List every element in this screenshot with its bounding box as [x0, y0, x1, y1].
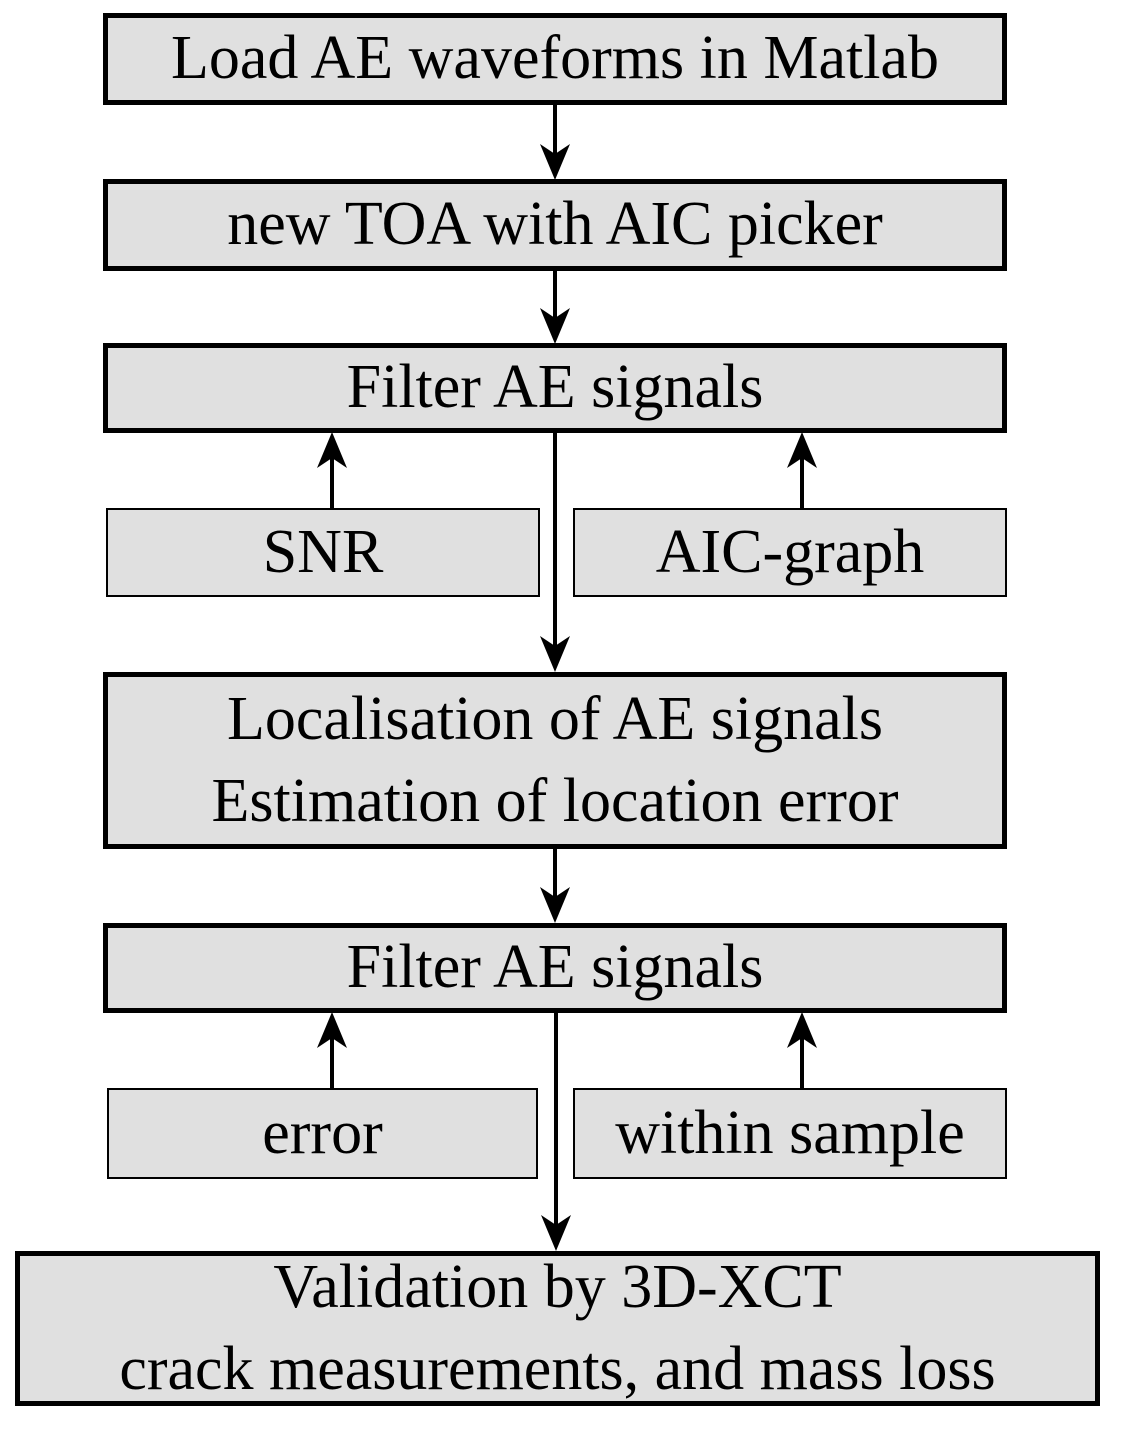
node-validation-3d-xct: Validation by 3D-XCT crack measurements,…: [15, 1251, 1100, 1406]
node-filter-ae-signals-1: Filter AE signals: [103, 343, 1007, 433]
node-new-toa-aic-picker-label: new TOA with AIC picker: [227, 190, 883, 259]
node-localisation: Localisation of AE signals Estimation of…: [103, 672, 1007, 849]
node-snr: SNR: [106, 508, 540, 597]
arrow-localisation-to-filter2: [540, 848, 570, 923]
node-load-ae-waveforms-label: Load AE waveforms in Matlab: [171, 24, 939, 93]
node-within-sample-label: within sample: [615, 1098, 965, 1167]
node-localisation-line1: Localisation of AE signals: [226, 684, 884, 753]
arrow-error-to-filter2: [317, 1012, 347, 1088]
arrow-filter2-to-validation: [541, 1012, 571, 1251]
arrow-toa-to-filter1: [540, 270, 570, 344]
node-error: error: [107, 1088, 538, 1179]
node-filter-ae-signals-2: Filter AE signals: [103, 923, 1007, 1013]
node-load-ae-waveforms: Load AE waveforms in Matlab: [103, 13, 1007, 105]
arrow-filter1-to-localisation: [540, 432, 570, 672]
node-filter-ae-signals-1-label: Filter AE signals: [346, 353, 764, 422]
node-filter-ae-signals-2-label: Filter AE signals: [346, 933, 764, 1002]
arrow-aicgraph-to-filter1: [787, 432, 817, 508]
node-within-sample: within sample: [573, 1088, 1007, 1179]
arrow-withinsample-to-filter2: [787, 1012, 817, 1088]
node-snr-label: SNR: [262, 517, 384, 586]
node-validation-line2: crack measurements, and mass loss: [119, 1334, 996, 1403]
node-aic-graph-label: AIC-graph: [655, 517, 925, 586]
arrow-load-to-toa: [540, 104, 570, 180]
node-new-toa-aic-picker: new TOA with AIC picker: [103, 179, 1007, 271]
node-error-label: error: [262, 1098, 383, 1167]
arrow-snr-to-filter1: [317, 432, 347, 508]
node-validation-line1: Validation by 3D-XCT: [273, 1252, 842, 1321]
node-aic-graph: AIC-graph: [573, 508, 1007, 597]
node-localisation-line2: Estimation of location error: [211, 766, 899, 835]
